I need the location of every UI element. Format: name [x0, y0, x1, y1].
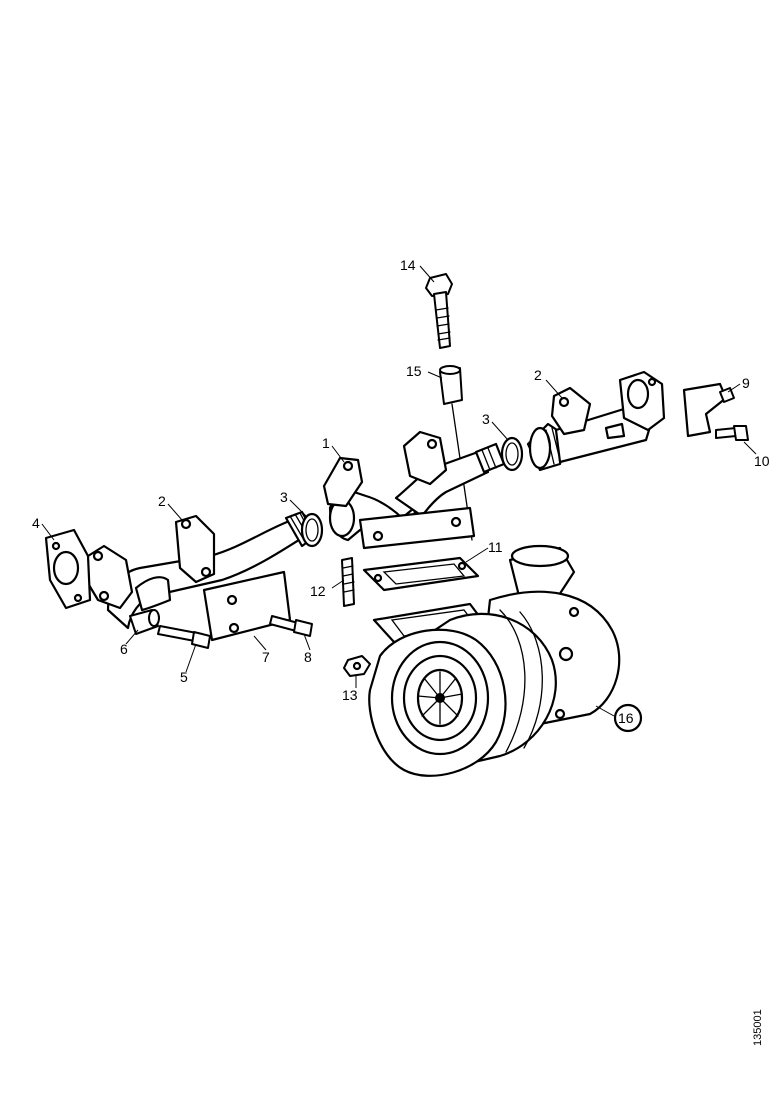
callout-8: 8 [304, 649, 312, 665]
callout-3-right: 3 [482, 411, 490, 427]
part-10-bolt [715, 425, 749, 441]
callout-labels: 14 15 2 3 1 2 3 4 11 12 6 5 7 8 13 9 10 … [32, 257, 770, 733]
callout-16: 16 [618, 710, 634, 726]
callout-16-circle [613, 703, 643, 733]
part-13-nut [343, 655, 371, 677]
part-11-gasket [362, 556, 480, 592]
callout-leaders [41, 265, 757, 717]
part-9-bracket [682, 382, 735, 438]
callout-7: 7 [262, 649, 270, 665]
callout-10: 10 [754, 453, 770, 469]
callout-5: 5 [180, 669, 188, 685]
callout-2-right: 2 [534, 367, 542, 383]
callout-6: 6 [120, 641, 128, 657]
callout-12: 12 [310, 583, 326, 599]
part-8-bolt [269, 615, 313, 637]
callout-2-left: 2 [158, 493, 166, 509]
part-2-right-manifold-section [526, 370, 666, 472]
callout-3-left: 3 [280, 489, 288, 505]
figure-reference-number: 135001 [752, 1009, 764, 1046]
part-16-turbocharger [368, 544, 621, 777]
callout-13: 13 [342, 687, 358, 703]
callout-1: 1 [322, 435, 330, 451]
part-6-spacer [129, 609, 160, 635]
part-12-stud [341, 557, 355, 607]
part-14-bolt [425, 273, 453, 349]
callout-9: 9 [742, 375, 750, 391]
callout-14: 14 [400, 257, 416, 273]
part-15-spacer-sleeve [439, 365, 463, 405]
part-1-centre-manifold [322, 430, 506, 550]
part-3-left-seal-ring [300, 512, 324, 548]
callout-15: 15 [406, 363, 422, 379]
part-3-right-seal-ring [500, 436, 524, 472]
part-5-bolt [157, 625, 211, 649]
callout-4: 4 [32, 515, 40, 531]
part-4-gasket [44, 528, 92, 610]
callout-11: 11 [488, 539, 503, 555]
